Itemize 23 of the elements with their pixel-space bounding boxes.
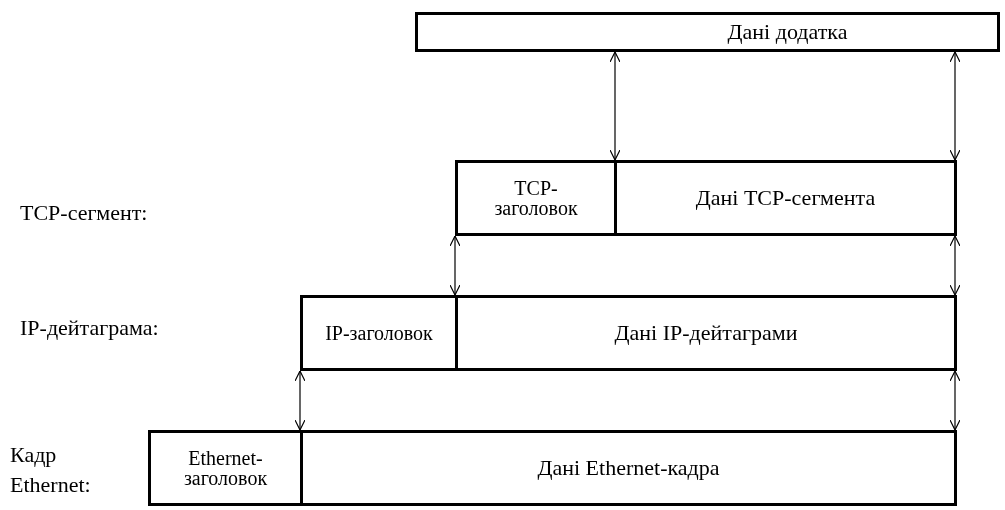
- header-label: Ethernet-заголовок: [182, 448, 269, 488]
- data-label: Дані додатка: [727, 21, 848, 43]
- data-box: [300, 430, 957, 506]
- header-label: IP-заголовок: [324, 323, 434, 343]
- double-arrow: [949, 235, 961, 296]
- data-bar: [415, 12, 1000, 52]
- data-box: [614, 160, 957, 236]
- double-arrow: [949, 370, 961, 431]
- header-box: [300, 295, 458, 371]
- data-label: Дані IP-дейтаграми: [614, 322, 798, 344]
- header-box: [455, 160, 617, 236]
- double-arrow: [949, 51, 961, 161]
- header-box: [148, 430, 303, 506]
- header-label: TCP-заголовок: [493, 178, 579, 218]
- row-label: IP-дейтаграма:: [20, 314, 160, 342]
- data-label: Дані Ethernet-кадра: [537, 457, 720, 479]
- double-arrow: [294, 370, 306, 431]
- double-arrow: [609, 51, 621, 161]
- double-arrow: [449, 235, 461, 296]
- row-label: TCP-сегмент:: [20, 199, 149, 227]
- data-label: Дані TCP-сегмента: [695, 187, 876, 209]
- data-box: [455, 295, 957, 371]
- row-label: Кадр Ethernet:: [10, 441, 92, 499]
